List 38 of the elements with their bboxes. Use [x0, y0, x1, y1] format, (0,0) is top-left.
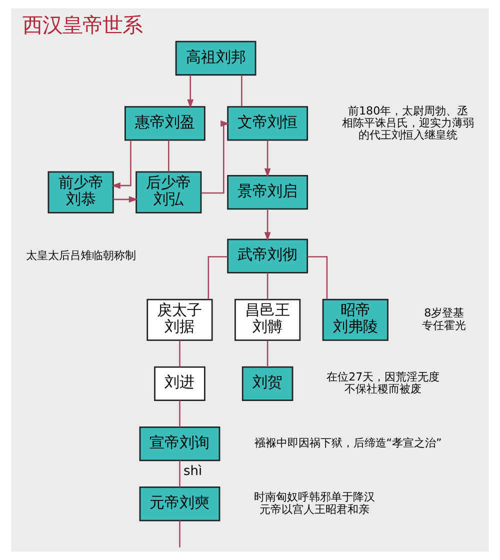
connector — [266, 272, 268, 300]
arrow — [187, 75, 194, 108]
arrow — [201, 120, 230, 194]
arrow — [264, 140, 271, 178]
node-box: 高祖刘邦 — [175, 40, 256, 76]
node-box: 宣帝刘询 — [139, 426, 220, 462]
connector — [179, 460, 180, 488]
node-box: 武帝刘彻 — [227, 238, 308, 274]
node-box: 戾太子刘据 — [146, 298, 213, 341]
node-label: 8岁登基专任霍光 — [422, 306, 466, 332]
arrow — [264, 209, 271, 242]
node-box: 后少帝刘弘 — [136, 171, 202, 214]
node-box: 刘贺 — [242, 366, 294, 402]
diagram-title: 西汉皇帝世系 — [22, 12, 143, 37]
node-box: 元帝刘奭 — [139, 486, 220, 522]
connector — [168, 140, 170, 172]
connector — [179, 520, 180, 548]
node-label: 时南匈奴呼韩邪单于降汉元帝以宫人王昭君和亲 — [254, 490, 376, 516]
node-box: 刘进 — [154, 366, 206, 402]
node-label: 襁褓中即因祸下狱，后缔造“孝宣之治” — [254, 436, 442, 450]
arrow — [111, 140, 132, 189]
node-box: 前少帝刘恭 — [48, 171, 114, 214]
node-label: 前180年，太尉周勃、丞相陈平诛吕氏，迎实力薄弱的代王刘恒入继皇统 — [342, 104, 474, 142]
node-box: 文帝刘恒 — [227, 106, 308, 141]
arrow — [113, 196, 138, 203]
node-box: 惠帝刘盈 — [124, 106, 206, 141]
connector — [179, 400, 180, 428]
node-box: 昭帝刘弗陵 — [322, 298, 388, 341]
node-box: 景帝刘启 — [227, 174, 308, 210]
connector — [208, 256, 228, 300]
node-label: 在位27天，因荒淫无度不保社稷而被废 — [326, 370, 440, 396]
connector — [179, 340, 180, 368]
edge-label: shì — [184, 464, 202, 480]
node-box: 昌邑王刘髆 — [234, 298, 301, 341]
connector — [266, 340, 268, 368]
connector — [241, 75, 242, 106]
connector — [308, 256, 328, 300]
label: 太皇太后吕雉临朝称制 — [26, 248, 136, 262]
